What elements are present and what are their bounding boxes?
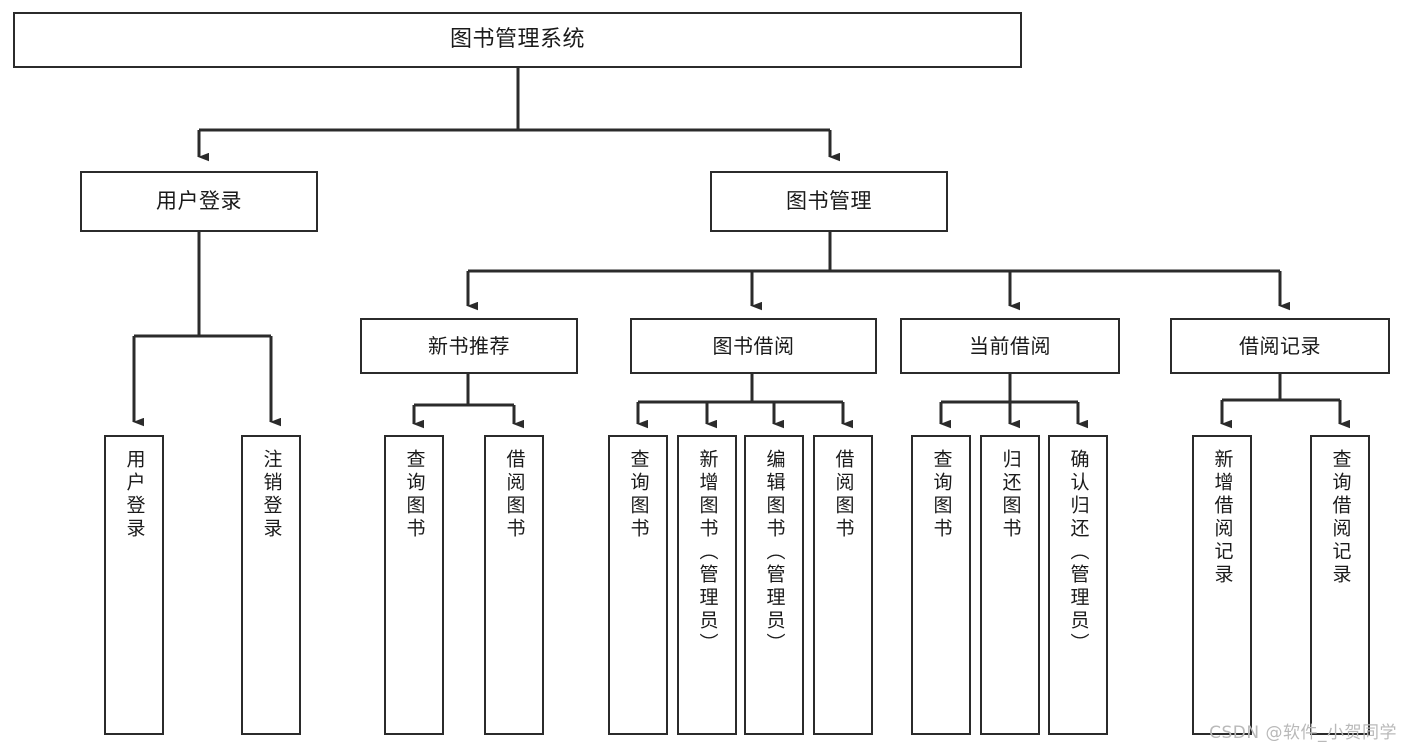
leaf-current-confirm-return-admin[interactable]: 确认归还（管理员） bbox=[1048, 435, 1108, 735]
leaf-label: 确认归还（管理员） bbox=[1067, 449, 1090, 656]
leaf-borrow-add-book-admin[interactable]: 新增图书（管理员） bbox=[677, 435, 737, 735]
leaf-label: 新增图书（管理员） bbox=[696, 449, 719, 656]
leaf-record-add-borrow-record[interactable]: 新增借阅记录 bbox=[1192, 435, 1252, 735]
leaf-current-query-book[interactable]: 查询图书 bbox=[911, 435, 971, 735]
node-new-book-recommend[interactable]: 新书推荐 bbox=[360, 318, 578, 374]
node-current-borrow[interactable]: 当前借阅 bbox=[900, 318, 1120, 374]
leaf-label: 借阅图书 bbox=[503, 449, 526, 541]
node-book-management[interactable]: 图书管理 bbox=[710, 171, 948, 232]
leaf-borrow-edit-book-admin[interactable]: 编辑图书（管理员） bbox=[744, 435, 804, 735]
node-label: 图书管理系统 bbox=[449, 27, 585, 53]
leaf-user-login-logout[interactable]: 注销登录 bbox=[241, 435, 301, 735]
node-user-login[interactable]: 用户登录 bbox=[80, 171, 318, 232]
leaf-label: 注销登录 bbox=[260, 449, 283, 541]
leaf-borrow-query-book[interactable]: 查询图书 bbox=[608, 435, 668, 735]
node-book-borrow[interactable]: 图书借阅 bbox=[630, 318, 877, 374]
leaf-borrow-borrow-book[interactable]: 借阅图书 bbox=[813, 435, 873, 735]
leaf-label: 查询图书 bbox=[930, 449, 953, 541]
node-label: 图书管理 bbox=[786, 189, 872, 214]
leaf-label: 归还图书 bbox=[999, 449, 1022, 541]
leaf-label: 用户登录 bbox=[123, 449, 146, 541]
leaf-user-login-login[interactable]: 用户登录 bbox=[104, 435, 164, 735]
node-label: 用户登录 bbox=[156, 189, 242, 214]
leaf-label: 查询图书 bbox=[627, 449, 650, 541]
node-label: 当前借阅 bbox=[969, 333, 1051, 358]
leaf-label: 查询图书 bbox=[403, 449, 426, 541]
leaf-current-return-book[interactable]: 归还图书 bbox=[980, 435, 1040, 735]
leaf-new-book-borrow-book[interactable]: 借阅图书 bbox=[484, 435, 544, 735]
leaf-new-book-query-book[interactable]: 查询图书 bbox=[384, 435, 444, 735]
node-root-book-management-system[interactable]: 图书管理系统 bbox=[13, 12, 1022, 68]
node-label: 图书借阅 bbox=[712, 333, 795, 358]
leaf-label: 查询借阅记录 bbox=[1329, 449, 1352, 587]
leaf-label: 新增借阅记录 bbox=[1211, 449, 1234, 587]
node-borrow-record[interactable]: 借阅记录 bbox=[1170, 318, 1390, 374]
node-label: 新书推荐 bbox=[428, 333, 510, 358]
leaf-label: 编辑图书（管理员） bbox=[763, 449, 786, 656]
node-label: 借阅记录 bbox=[1239, 333, 1321, 358]
leaf-record-query-borrow-record[interactable]: 查询借阅记录 bbox=[1310, 435, 1370, 735]
leaf-label: 借阅图书 bbox=[832, 449, 855, 541]
